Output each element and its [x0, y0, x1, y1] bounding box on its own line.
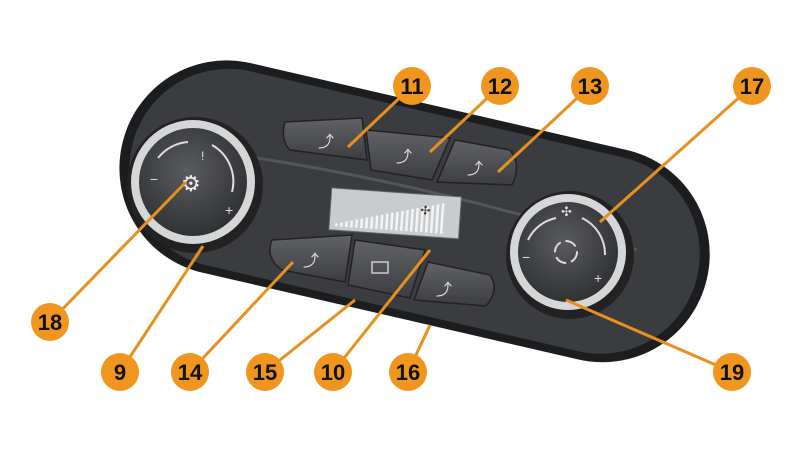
floor-air-icon: ⤴ — [436, 281, 452, 299]
callout-number: 16 — [396, 360, 420, 385]
callout-number: 12 — [488, 74, 512, 99]
callout-badge — [246, 353, 284, 391]
air-flow-icon: ⤴ — [396, 148, 412, 166]
leader-line — [118, 245, 205, 373]
callout-10: 10 — [314, 249, 432, 391]
level-bar — [384, 213, 389, 230]
callout-number: 17 — [740, 74, 764, 99]
rear-defrost-button[interactable] — [347, 239, 426, 299]
level-bar — [369, 216, 374, 229]
callout-number: 13 — [578, 74, 602, 99]
leader-line — [598, 84, 754, 224]
callout-number: 9 — [114, 360, 126, 385]
callout-16: 16 — [389, 324, 432, 391]
rotate-right-arrow-icon — [581, 217, 607, 256]
leader-line — [565, 298, 733, 374]
callout-badge — [713, 353, 751, 391]
minus-label: − — [522, 249, 530, 265]
level-bar — [439, 203, 445, 234]
level-bar — [399, 210, 404, 231]
level-bar — [379, 214, 384, 230]
callout-15: 15 — [246, 298, 356, 391]
upper-air-mode-button-center[interactable]: ⤴ — [365, 129, 452, 181]
callout-12: 12 — [428, 67, 519, 154]
rotate-left-arrow-icon — [527, 217, 557, 241]
leader-line — [331, 249, 432, 373]
level-bar — [360, 218, 364, 229]
callout-badge — [481, 67, 519, 105]
callout-13: 13 — [496, 67, 609, 174]
callout-17: 17 — [598, 67, 771, 224]
rear-defrost-icon — [371, 261, 389, 274]
plus-label: + — [594, 270, 602, 286]
level-bar — [335, 223, 338, 227]
recirculation-icon — [554, 240, 578, 264]
level-bar — [389, 212, 394, 231]
level-bar — [414, 208, 420, 232]
level-bar — [429, 205, 435, 233]
callout-number: 10 — [321, 360, 345, 385]
level-bar — [394, 211, 399, 231]
level-bar — [374, 215, 379, 230]
minus-label: − — [150, 171, 158, 187]
callouts: 11 12 13 17 18 9 14 15 10 16 19 — [31, 67, 771, 391]
rotate-right-arrow-icon — [211, 144, 235, 193]
fan-icon: ✣ — [420, 203, 431, 218]
level-bar — [409, 208, 414, 232]
level-bar — [355, 219, 359, 228]
upper-air-mode-button-left[interactable]: ⤴ — [282, 117, 368, 161]
level-bar — [419, 207, 425, 233]
lower-air-mode-button-right[interactable]: ⤴ — [412, 261, 495, 307]
callout-badge — [733, 67, 771, 105]
callout-number: 11 — [400, 74, 423, 99]
rotate-left-arrow-icon — [157, 141, 189, 159]
plus-label: + — [225, 202, 233, 218]
level-bar — [365, 217, 369, 229]
callout-badge — [314, 353, 352, 391]
callout-14: 14 — [171, 260, 295, 391]
callout-badge — [389, 353, 427, 391]
callout-19: 19 — [565, 298, 751, 391]
leader-line — [496, 84, 592, 174]
leader-line — [188, 260, 295, 374]
level-bar — [404, 209, 409, 232]
callout-badge — [571, 67, 609, 105]
recirculation-button[interactable] — [554, 240, 578, 264]
callout-badge — [31, 303, 69, 341]
callout-11: 11 — [346, 67, 431, 149]
leader-line — [264, 298, 356, 374]
fan-level-bars — [335, 203, 445, 234]
temperature-icon: ! — [201, 149, 204, 163]
ac-gear-icon: ⚙ — [181, 171, 201, 196]
air-flow-icon: ⤴ — [467, 160, 483, 178]
callout-number: 18 — [38, 310, 62, 335]
level-bar — [340, 222, 343, 227]
upper-air-mode-button-right[interactable]: ⤴ — [435, 139, 518, 186]
fan-icon: ✣ — [561, 204, 572, 219]
callout-number: 19 — [720, 360, 744, 385]
fan-speed-knob[interactable]: − + ✣ — [506, 191, 634, 319]
callout-18: 18 — [31, 180, 188, 341]
air-flow-icon: ⤴ — [318, 133, 334, 151]
callout-badge — [393, 67, 431, 105]
callout-number: 14 — [178, 360, 203, 385]
level-bar — [434, 204, 440, 234]
callout-badge — [101, 353, 139, 391]
windshield-floor-icon: ⤴ — [303, 252, 319, 270]
level-bar — [424, 206, 430, 233]
level-bar — [345, 221, 348, 228]
callout-number: 15 — [253, 360, 277, 385]
display: ✣ — [328, 187, 462, 240]
temperature-knob[interactable]: − + ! — [127, 117, 263, 253]
leader-line — [48, 180, 188, 324]
callout-badge — [171, 353, 209, 391]
temperature-knob-center-button[interactable]: ⚙ — [181, 171, 201, 196]
level-bar — [350, 220, 354, 228]
lower-air-mode-button-left[interactable]: ⤴ — [269, 234, 353, 283]
callout-9: 9 — [101, 245, 205, 391]
